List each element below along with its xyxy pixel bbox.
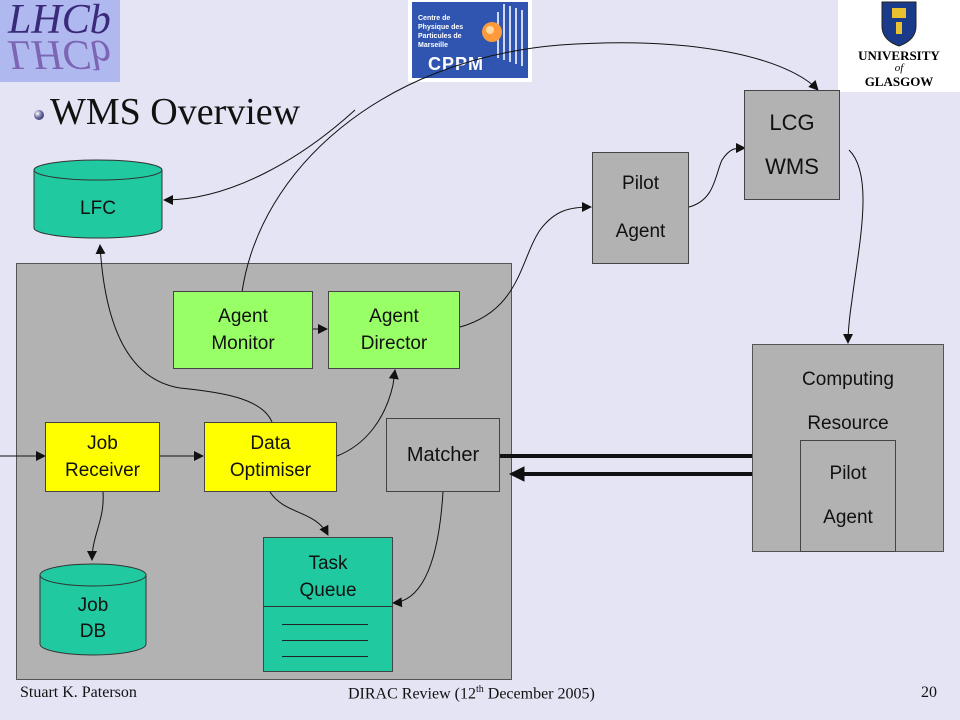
- data-optimiser-line2: Optimiser: [229, 460, 312, 481]
- agent-monitor-box: Agent Monitor: [173, 291, 313, 369]
- job-db-label: Job DB: [40, 593, 146, 645]
- glasgow-logo-line2: of: [894, 62, 904, 74]
- arrow-director-to-pilot: [459, 202, 592, 328]
- glasgow-logo-line3: GLASGOW: [864, 74, 934, 89]
- agent-director-line2: Director: [360, 333, 428, 354]
- pilot-agent-resource-line2: Agent: [823, 507, 873, 528]
- lcg-wms-box: LCG WMS: [744, 90, 840, 200]
- footer-event-suffix: December 2005): [483, 685, 595, 703]
- pilot-agent-top-line1: Pilot: [622, 173, 659, 194]
- arc-optimiser-to-lfc: [95, 244, 273, 423]
- lcg-wms-line1: LCG: [769, 110, 815, 135]
- glasgow-crest-icon: [881, 1, 917, 47]
- arrow-optimiser-to-taskqueue: [269, 491, 329, 536]
- agent-director-line1: Agent: [369, 306, 419, 327]
- agent-monitor-line1: Agent: [218, 306, 268, 327]
- lfc-label: LFC: [80, 198, 116, 219]
- cppm-logo: Centre de Physique des Particules de Mar…: [408, 0, 532, 82]
- pilot-agent-top-box: Pilot Agent: [592, 152, 689, 264]
- agent-monitor-line2: Monitor: [211, 333, 275, 354]
- computing-resource-label: Computing Resource: [752, 358, 944, 446]
- cppm-logo-abbrev: CPPM: [428, 54, 485, 74]
- pilot-agent-resource-box: Pilot Agent: [800, 440, 896, 552]
- data-optimiser-line1: Data: [250, 433, 291, 454]
- lhcb-logo: LHCb LHCb: [0, 0, 120, 82]
- matcher-box: Matcher: [386, 418, 500, 492]
- job-db-line2: DB: [79, 621, 107, 642]
- lhcb-logo-text: LHCb: [8, 0, 111, 43]
- pilot-agent-resource-line1: Pilot: [829, 463, 867, 484]
- task-queue-divider: [263, 606, 393, 607]
- arrow-pilot-to-wms: [688, 143, 746, 208]
- footer-event-sup: th: [475, 684, 484, 695]
- job-receiver-line1: Job: [87, 433, 118, 454]
- task-queue-line2: Queue: [299, 580, 357, 601]
- data-optimiser-box: Data Optimiser: [204, 422, 337, 492]
- lfc-cylinder: [33, 159, 163, 239]
- cppm-logo-text: Centre de Physique des Particules de Mar…: [418, 15, 464, 49]
- task-queue-entry-line: [282, 640, 368, 641]
- footer-event-prefix: DIRAC Review (12: [348, 685, 476, 703]
- arrow-wms-to-resource: [843, 149, 864, 344]
- job-receiver-box: Job Receiver: [45, 422, 160, 492]
- slide-title: WMS Overview: [50, 91, 301, 133]
- footer-event: DIRAC Review (12th December 2005): [348, 684, 595, 703]
- computing-resource-line1: Computing: [802, 369, 894, 390]
- arc-to-lfc: [163, 109, 356, 205]
- arc-monitor-to-wms: [241, 42, 819, 293]
- task-queue-entry-line: [282, 656, 368, 657]
- arrow-matcher-to-taskqueue: [392, 491, 444, 608]
- glasgow-logo: UNIVERSITY of GLASGOW: [838, 0, 960, 92]
- agent-director-box: Agent Director: [328, 291, 460, 369]
- footer-page-number: 20: [921, 684, 937, 701]
- task-queue-entry-line: [282, 624, 368, 625]
- computing-resource-line2: Resource: [807, 413, 889, 434]
- job-receiver-line2: Receiver: [65, 460, 140, 481]
- job-db-line1: Job: [77, 595, 109, 616]
- lcg-wms-line2: WMS: [765, 154, 819, 179]
- task-queue-line1: Task: [308, 553, 348, 574]
- job-db-cylinder: [39, 563, 147, 656]
- glasgow-logo-line1: UNIVERSITY: [858, 48, 940, 63]
- matcher-label: Matcher: [406, 443, 480, 466]
- pilot-agent-top-line2: Agent: [615, 221, 666, 242]
- arrow-receiver-to-jobdb: [87, 491, 104, 561]
- cppm-logo-graphic: [482, 4, 523, 66]
- title-bullet-icon: [34, 110, 44, 120]
- footer-author: Stuart K. Paterson: [20, 684, 137, 701]
- arrow-optimiser-to-director: [336, 369, 399, 457]
- task-queue-box: Task Queue: [263, 537, 393, 672]
